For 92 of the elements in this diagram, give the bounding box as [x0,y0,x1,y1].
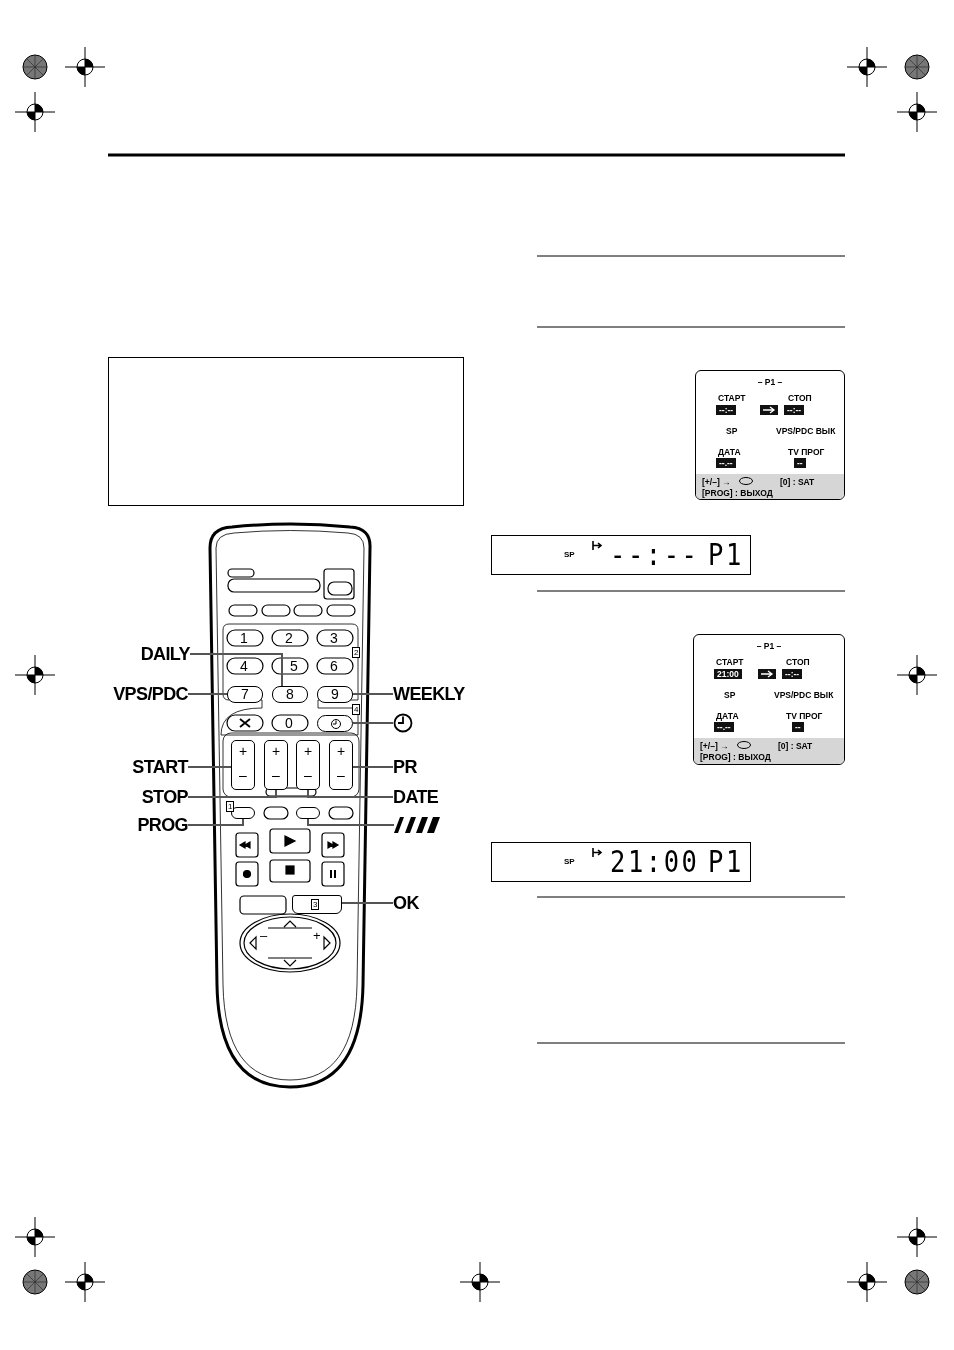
callout-label: PR [393,756,443,778]
menu-text: СТОП [786,657,810,667]
leader-line [187,789,277,798]
leader-line [187,818,244,826]
callout-label: DAILY [100,643,190,665]
value-field: --:-- [784,405,805,415]
minus-sign: – [336,767,346,783]
front-display-panel [491,535,751,575]
callout-label: PROG [90,814,188,836]
segment-readout: 21:00 [610,845,700,879]
digit-label: 5 [290,658,298,674]
leader-line [307,818,395,826]
rocker-button [329,740,353,790]
callout-label: DATE [393,786,463,808]
value-field: --:-- [716,405,737,415]
leader-line [352,693,394,695]
menu-text: ДАТА [716,711,739,721]
clock-icon [393,713,413,733]
value-field: --.-- [714,722,734,732]
step-number: 1 [226,801,235,812]
mode-indicator: SP [564,549,575,561]
leader-line [341,902,394,904]
minus-sign: – [271,767,281,783]
menu-text: TV ПРОГ [788,447,825,457]
mode-indicator: SP [564,856,575,868]
rocker-button [231,740,255,790]
menu-text: [PROG] : ВЫХОД [700,752,771,762]
step-number: 2 [352,647,361,658]
callout-label: VPS/PDC [88,683,188,705]
callout-label: OK [393,892,443,914]
oval-button [231,807,255,819]
menu-text: TV ПРОГ [786,711,823,721]
menu-text: ДАТА [718,447,741,457]
menu-text: [0] : SAT [778,741,813,751]
screen-title: – P1 – [755,641,783,651]
plus-sign: + [237,743,249,759]
digit-label: 2 [285,630,293,646]
value-field: -- [792,722,804,732]
plus-sign: + [270,743,282,759]
number-button: 7 [227,686,263,703]
digit-label: 1 [240,630,248,646]
on-screen-display [695,370,845,500]
callout-label: STOP [90,786,188,808]
rocker-button [296,740,320,790]
slashes-icon [394,815,440,835]
menu-text: СТАРТ [716,657,744,667]
sign-label: – [260,928,268,944]
value-field: 21:00 [714,669,742,679]
menu-text: [+/–] → [702,477,731,487]
menu-text: СТОП [788,393,812,403]
segment-readout: P1 [708,845,744,879]
number-button: 8 [272,686,308,703]
value-field: --:-- [782,669,803,679]
callout-label: WEEKLY [393,683,473,705]
minus-sign: – [238,767,248,783]
screen-title: – P1 – [756,377,784,387]
on-screen-display [693,634,845,765]
number-button: 9 [317,686,353,703]
menu-text: VPS/PDC ВЫК [774,690,834,700]
plus-sign: + [302,743,314,759]
digit-label: 6 [330,658,338,674]
front-display-panel [491,842,751,882]
leader-line [307,789,394,798]
clock-button [317,715,353,732]
leader-line [352,766,394,768]
plus-sign: + [335,743,347,759]
step-number: 4 [352,704,361,715]
callout-label: START [90,756,188,778]
sign-label: + [313,928,321,944]
value-field: -- [794,458,806,468]
menu-text: [0] : SAT [780,477,815,487]
menu-text: VPS/PDC ВЫК [776,426,836,436]
segment-readout: P1 [708,538,744,572]
digit-label: 4 [240,658,248,674]
rocker-button [264,740,288,790]
segment-readout: --:-- [610,538,700,572]
minus-sign: – [303,767,313,783]
leader-line [187,766,232,768]
menu-text: SP [726,426,738,436]
oval-button [296,807,320,819]
menu-text: [+/–] → [700,741,729,751]
step-number: 3 [311,899,320,910]
value-field: --.-- [716,458,736,468]
digit-label: 0 [285,715,293,731]
leader-line [189,653,283,687]
ok-button [292,895,342,914]
menu-text: СТАРТ [718,393,746,403]
menu-text: SP [724,690,736,700]
digit-label: 3 [330,630,338,646]
leader-line [352,722,394,724]
menu-text: [PROG] : ВЫХОД [702,488,773,498]
leader-line [187,693,228,695]
